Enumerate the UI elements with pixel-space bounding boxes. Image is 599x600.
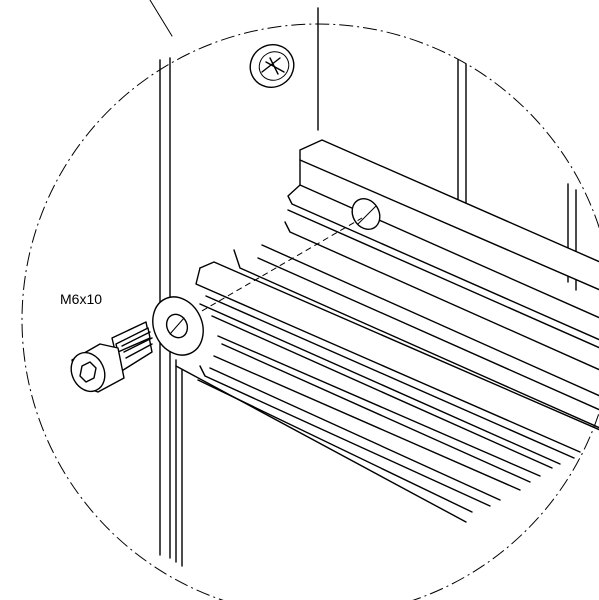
screw-size-callout: M6x10 (60, 291, 103, 307)
socket-head-screw (70, 321, 153, 393)
hex-socket-icon (79, 361, 97, 383)
upper-rail-profile (233, 139, 599, 429)
detail-leader-line (149, 0, 173, 37)
lower-rail-profile (175, 261, 599, 523)
assembly-axis-line (175, 217, 363, 327)
washer (152, 296, 204, 356)
rail-slot-hole (351, 197, 381, 231)
detail-circle (21, 23, 599, 600)
phillips-screw-icon (249, 44, 295, 88)
